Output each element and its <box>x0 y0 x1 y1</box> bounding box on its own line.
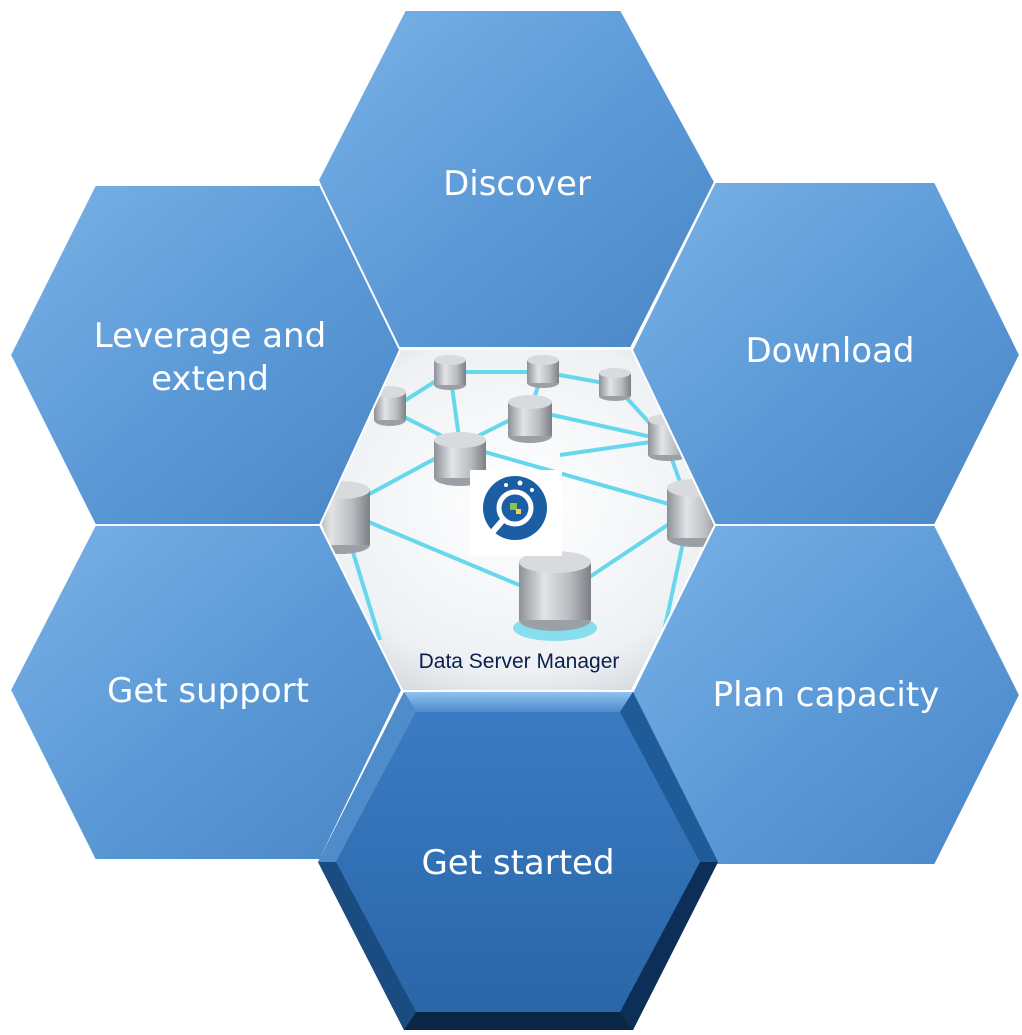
center-caption: Data Server Manager <box>419 650 620 673</box>
database-icon <box>513 551 597 641</box>
tile-download[interactable]: Download <box>630 181 1022 526</box>
center-tile: Data Server Manager <box>318 350 720 690</box>
database-icon <box>527 355 559 388</box>
tile-plan-capacity-label: Plan capacity <box>713 675 940 715</box>
tile-leverage-label-line1: Leverage and <box>94 316 326 356</box>
tile-discover[interactable]: Discover <box>316 9 717 349</box>
dsm-logo <box>470 470 562 556</box>
tile-get-started[interactable]: Get started <box>318 692 718 1030</box>
tile-leverage-and-extend[interactable]: Leverage and extend <box>8 184 402 526</box>
tile-get-support[interactable]: Get support <box>8 524 404 861</box>
tile-download-label: Download <box>745 331 914 371</box>
tile-get-started-label: Get started <box>421 843 614 883</box>
database-icon <box>434 355 466 390</box>
tile-leverage-label-line2: extend <box>151 359 269 399</box>
database-icon <box>599 368 631 401</box>
database-icon <box>508 395 552 443</box>
tile-get-support-label: Get support <box>107 671 309 711</box>
tile-discover-label: Discover <box>443 164 591 204</box>
